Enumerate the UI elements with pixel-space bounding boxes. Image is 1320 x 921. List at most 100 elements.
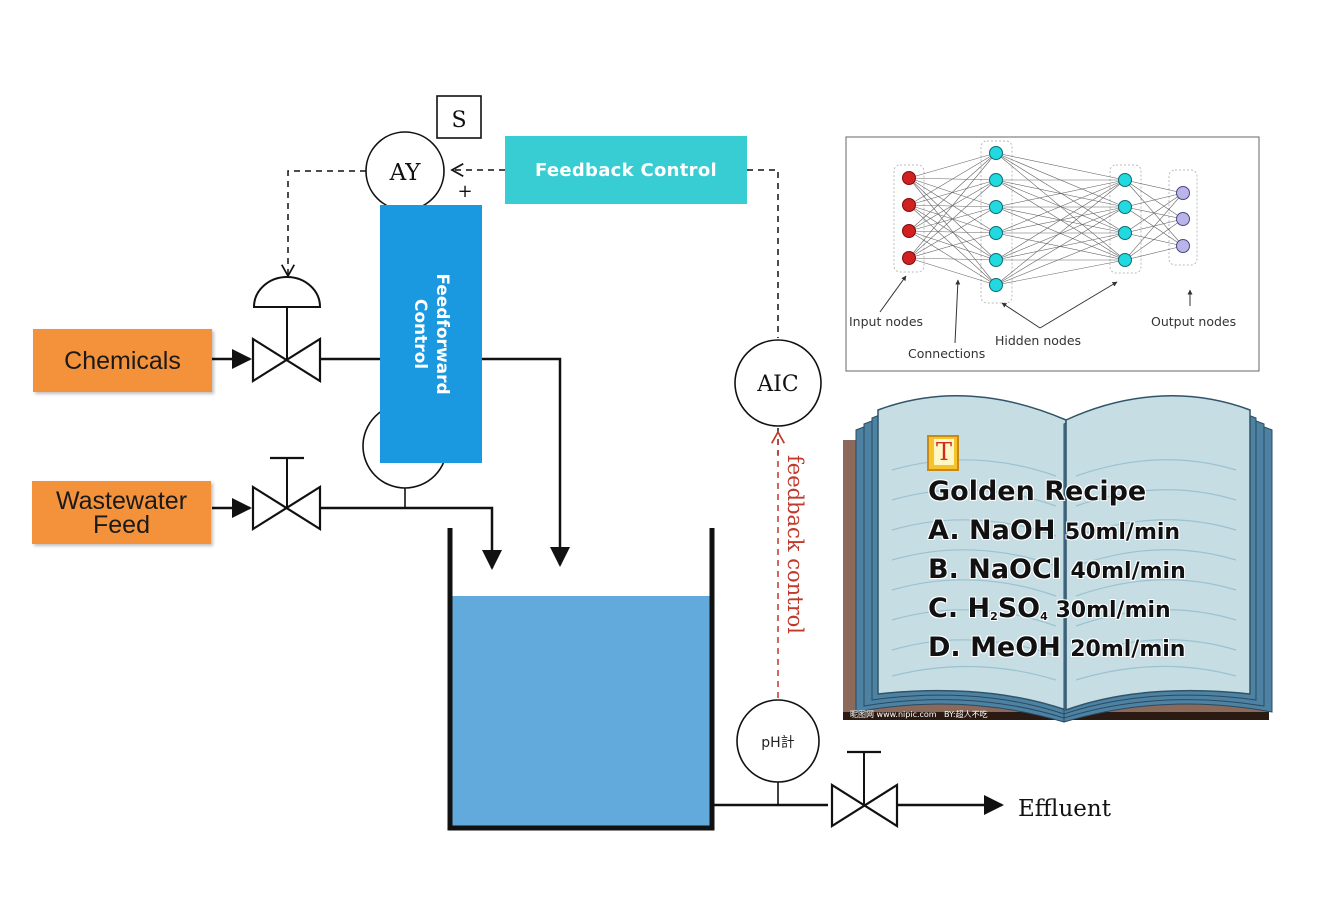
wastewater-label-line1: Wastewater <box>55 486 188 515</box>
golden-recipe: Golden Recipe A. NaOH 50ml/min B. NaOCl … <box>928 474 1186 669</box>
nn-connection <box>995 232 1126 286</box>
recipe-item-c-rate: 30ml/min <box>1047 598 1171 623</box>
nn-layer-boxes <box>893 140 1198 304</box>
nn-connection <box>908 177 997 286</box>
wastewater-feed-box[interactable]: Wastewater Feed <box>32 481 211 544</box>
plus-sign: + <box>457 181 472 202</box>
nn-connection <box>908 206 997 259</box>
tank <box>447 528 715 831</box>
recipe-item-d: D. MeOH 20ml/min <box>928 630 1186 669</box>
feedback-control-label: Feedback Control <box>534 159 717 181</box>
nn-connection <box>908 257 997 261</box>
nn-hidden-node <box>989 146 1003 160</box>
nn-connection <box>1124 218 1184 234</box>
recipe-item-a-rate: 50ml/min <box>1064 520 1181 545</box>
tank-water <box>452 596 710 828</box>
nn-connection <box>908 179 997 206</box>
control-valve[interactable] <box>251 276 322 383</box>
nn-output-node <box>1176 186 1190 200</box>
nn-connection <box>995 259 1126 286</box>
nn-connection <box>995 179 1126 234</box>
nn-connection <box>995 206 1126 286</box>
recipe-title: Golden Recipe <box>928 476 1147 507</box>
recipe-item-a-name: A. NaOH <box>928 515 1065 546</box>
nn-connection <box>1124 192 1184 261</box>
neural-network-figure: Input nodes Connections Hidden nodes Out… <box>845 136 1260 372</box>
recipe-book: 昵图网 www.nipic.com BY:超人不吃 <box>843 395 1273 723</box>
feed-hand-valve[interactable] <box>251 456 322 531</box>
ay-label: AY <box>389 160 422 186</box>
recipe-item-b: B. NaOCl 40ml/min <box>928 552 1186 591</box>
setpoint-box[interactable] <box>436 95 482 139</box>
effluent-hand-valve[interactable] <box>830 750 899 828</box>
recipe-item-b-name: B. NaOCl <box>928 554 1071 585</box>
nn-connection <box>1124 192 1184 208</box>
recipe-item-c-sub1: 2 <box>990 610 998 623</box>
ph-meter[interactable] <box>736 699 820 783</box>
book-right-page <box>1065 395 1251 712</box>
nn-hidden-node <box>989 173 1003 187</box>
nn-annotation-arrows <box>879 275 1193 344</box>
nn-input-node <box>902 198 916 212</box>
aic-controller[interactable] <box>734 339 822 427</box>
recipe-item-b-rate: 40ml/min <box>1070 559 1186 584</box>
nn-connection <box>995 206 1126 261</box>
text-tool-icon-letter: T <box>934 438 954 466</box>
nn-hidden-node <box>989 253 1003 267</box>
nn-hidden-node <box>989 278 1003 292</box>
nn-input-node <box>902 224 916 238</box>
nn-hidden-node <box>1118 173 1132 187</box>
recipe-item-c-h: C. H <box>928 593 991 624</box>
nn-hidden-node <box>989 200 1003 214</box>
book-watermark-left: 昵图网 www.nipic.com <box>850 710 937 719</box>
chemicals-label: Chemicals <box>64 346 181 375</box>
nn-connection <box>1124 179 1184 220</box>
nn-connection <box>908 152 997 259</box>
nn-connection <box>908 152 997 179</box>
nn-connection <box>995 152 1126 181</box>
feedback-control-box[interactable]: Feedback Control <box>505 136 747 204</box>
recipe-item-c: C. H2SO4 30ml/min <box>928 591 1186 630</box>
nn-connection <box>908 179 997 259</box>
nn-connection <box>908 232 997 259</box>
text-tool-icon: T <box>927 435 959 471</box>
aic-label: AIC <box>756 372 798 397</box>
feedforward-control-label: Feedforward Control <box>409 214 453 454</box>
nn-connection <box>1124 179 1184 194</box>
feedforward-label-line2: Control <box>410 298 430 370</box>
wastewater-label-line2: Feed <box>93 510 150 539</box>
recipe-item-c-so: SO <box>997 593 1041 624</box>
nn-connection <box>908 257 997 286</box>
nn-hidden-node <box>1118 253 1132 267</box>
ph-meter-label: pH計 <box>761 735 794 751</box>
nn-input-node <box>902 171 916 185</box>
nn-connection <box>908 152 997 206</box>
nn-hidden-nodes-label: Hidden nodes <box>995 333 1081 348</box>
feedforward-label-line1: Feedforward <box>432 273 452 395</box>
nn-hidden-node <box>1118 200 1132 214</box>
nn-output-nodes-label: Output nodes <box>1151 314 1236 329</box>
feedback-control-vertical-label: feedback control <box>783 455 807 634</box>
nn-connection <box>1124 245 1184 261</box>
nn-connection <box>908 230 997 234</box>
nn-connection <box>1124 218 1184 261</box>
nn-connection <box>908 230 997 286</box>
nn-connection <box>995 179 1126 286</box>
nn-connection <box>908 204 997 208</box>
wastewater-pipe <box>212 498 502 570</box>
feedback-signal-lines <box>280 162 779 455</box>
nn-connection <box>995 179 1126 261</box>
recipe-item-d-rate: 20ml/min <box>1070 637 1186 662</box>
feedforward-control-box[interactable]: Feedforward Control <box>380 205 482 463</box>
nn-input-node <box>902 251 916 265</box>
nn-hidden-node <box>1118 226 1132 240</box>
recipe-item-a: A. NaOH 50ml/min <box>928 513 1186 552</box>
recipe-item-d-name: D. MeOH <box>928 632 1071 663</box>
setpoint-label: S <box>451 108 466 133</box>
nn-connection <box>995 179 1126 208</box>
nn-connection <box>908 152 997 232</box>
nn-connection <box>1124 192 1184 234</box>
chemicals-box[interactable]: Chemicals <box>33 329 212 392</box>
nn-connection <box>995 232 1126 261</box>
